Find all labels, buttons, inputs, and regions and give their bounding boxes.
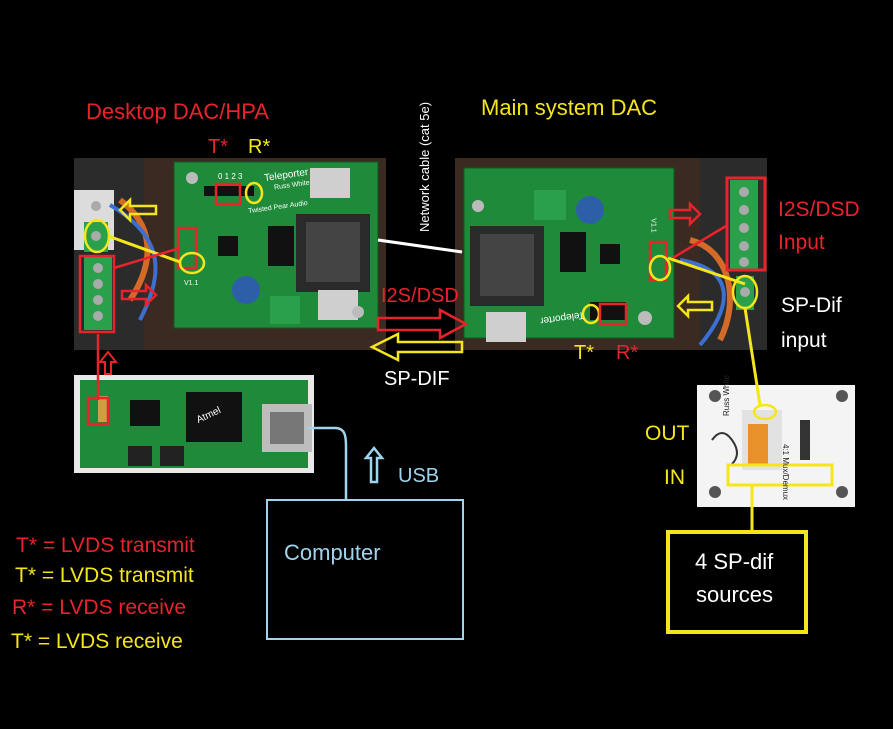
- legend-item: T* = LVDS transmit: [16, 534, 195, 557]
- left-i2s-wire: [113, 246, 181, 270]
- spdif-input-label-2: input: [781, 329, 827, 352]
- right-r-jumper-box: [598, 302, 628, 326]
- right-pcb-version: V1.1: [649, 218, 657, 233]
- usb-board-i2s-box: [86, 396, 110, 426]
- desktop-dac-photo: [74, 158, 386, 350]
- left-t-jumper-box: [214, 182, 242, 206]
- main-dac-title: Main system DAC: [481, 95, 658, 120]
- spdif-input-label-1: SP-Dif: [781, 294, 842, 317]
- i2s-dsd-label: I2S/DSD: [381, 285, 459, 307]
- left-pcb-jumper-numbers: 0 1 2 3: [218, 172, 243, 181]
- left-spdif-ellipse: [178, 251, 206, 275]
- right-spdif-arrow-icon: [676, 292, 714, 320]
- right-terminal-box: [725, 176, 767, 272]
- left-r-jumper-ellipse: [244, 181, 264, 205]
- mux-pcb-russ-white: Russ White: [722, 375, 731, 416]
- usb-cable: [308, 426, 348, 500]
- mux-out-ellipse: [752, 403, 778, 421]
- left-pcb-version: V1.1: [184, 280, 199, 287]
- sources-label-2: sources: [696, 582, 774, 607]
- computer-label: Computer: [284, 540, 381, 565]
- computer-box: [266, 499, 464, 640]
- network-cable-line: [377, 238, 463, 254]
- main-dac-photo: [455, 158, 767, 350]
- right-i2s-arrow-icon: [668, 200, 702, 228]
- right-r-jumper-label: R*: [616, 342, 639, 364]
- left-spdif-arrow-icon: [118, 196, 158, 224]
- i2s-dsd-input-label-2: Input: [778, 231, 825, 254]
- mux-link-wire: [743, 307, 762, 406]
- left-spdif-wire: [107, 234, 181, 264]
- mux-board-photo: [697, 385, 855, 507]
- i2s-dsd-input-label-1: I2S/DSD: [778, 198, 860, 221]
- spdif-label: SP-DIF: [384, 368, 450, 390]
- i2s-dsd-arrow-icon: [376, 307, 469, 341]
- usb-board-up-arrow-icon: [97, 350, 119, 375]
- network-cable-label: Network cable (cat 5e): [417, 101, 432, 232]
- usb-up-arrow-icon: [363, 445, 385, 484]
- mux-in-box: [726, 463, 834, 487]
- sources-label-1: 4 SP-dif: [695, 549, 774, 574]
- spdif-arrow-icon: [369, 331, 464, 363]
- legend-item: T* = LVDS receive: [11, 630, 183, 653]
- usb-board-photo: [74, 375, 314, 473]
- mux-pcb-title: 4:1 Mux/Demux: [781, 444, 790, 501]
- sources-box: [666, 530, 808, 634]
- legend-item: T* = LVDS transmit: [15, 564, 194, 587]
- left-terminal-box: [78, 254, 116, 334]
- right-t-jumper-label: T*: [574, 342, 594, 364]
- left-i2s-arrow-icon: [120, 281, 158, 309]
- right-spdif-wire: [667, 256, 746, 286]
- right-i2s-wire: [665, 224, 727, 264]
- left-t-jumper-label: T*: [208, 136, 228, 158]
- mux-in-label: IN: [664, 466, 685, 489]
- usb-label: USB: [398, 465, 440, 487]
- mux-out-label: OUT: [645, 422, 690, 445]
- right-spdif-header-ellipse: [648, 254, 672, 282]
- left-r-jumper-label: R*: [248, 136, 271, 158]
- desktop-dac-title: Desktop DAC/HPA: [86, 99, 269, 124]
- legend-item: R* = LVDS receive: [12, 596, 187, 619]
